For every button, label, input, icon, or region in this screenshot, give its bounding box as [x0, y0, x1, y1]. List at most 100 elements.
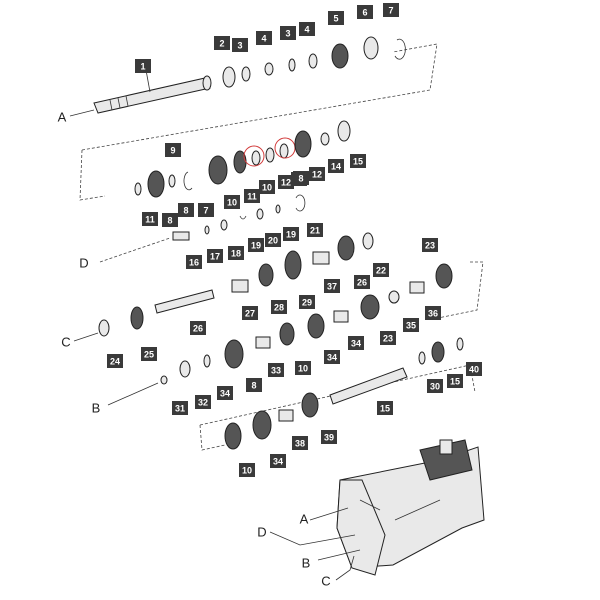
ring-4a — [264, 62, 274, 76]
callout-tag-box — [242, 306, 258, 320]
leader-B-top — [107, 382, 159, 406]
callout-tag: 29 — [299, 295, 315, 309]
callout-tag-box — [217, 386, 233, 400]
bushing-34d — [278, 409, 294, 422]
callout-tag: 27 — [242, 306, 258, 320]
callout-tag-box — [328, 159, 344, 173]
callout-tag-number: 22 — [376, 266, 386, 276]
callout-tag-number: 3 — [237, 41, 242, 51]
callout-tag-number: 34 — [351, 339, 361, 349]
callout-tag: 22 — [373, 263, 389, 277]
callout-tag: 12 — [309, 167, 325, 181]
callout-tag-number: 4 — [261, 34, 266, 44]
callout-tag-number: 20 — [268, 236, 278, 246]
snap-ring-7a — [394, 38, 406, 60]
callout-tag: 37 — [324, 279, 340, 293]
ring-36 — [388, 290, 400, 304]
callout-tag-box — [324, 350, 340, 364]
callout-tag-box — [447, 374, 463, 388]
callout-tag-box — [162, 213, 178, 227]
callout-tag: 8 — [162, 213, 178, 227]
callout-tag-number: 39 — [324, 433, 334, 443]
shaft-39 — [329, 367, 408, 405]
callout-tag-number: 31 — [175, 404, 185, 414]
callout-tag-box — [248, 238, 264, 252]
callout-tag-box — [293, 171, 309, 185]
callout-tag-number: 8 — [251, 381, 256, 391]
callout-tag: 40 — [466, 362, 482, 376]
callout-tag-box — [377, 401, 393, 415]
callout-tag-number: 26 — [193, 324, 203, 334]
ring-4b — [308, 53, 318, 69]
callout-tag-number: 26 — [357, 278, 367, 288]
callout-tag: 6 — [357, 5, 373, 19]
ring-23a — [362, 232, 374, 250]
callout-tag-box — [244, 189, 260, 203]
callout-tag: 3 — [280, 26, 296, 40]
gear-14 — [294, 130, 312, 158]
callout-tag-number: 12 — [281, 178, 291, 188]
callout-tag-box — [309, 167, 325, 181]
callout-tag: 23 — [422, 238, 438, 252]
ring-11a — [134, 182, 142, 196]
letter-label: C — [61, 335, 70, 350]
callout-tag-number: 27 — [245, 309, 255, 319]
snap-ring-7b — [183, 171, 193, 191]
callout-tag-number: 6 — [362, 8, 367, 18]
pin-19a — [220, 219, 228, 231]
callout-tag-number: 17 — [210, 252, 220, 262]
callout-tag: 33 — [268, 363, 284, 377]
gear-9 — [147, 170, 165, 198]
ring-15a — [320, 132, 330, 146]
callout-tag: 9 — [165, 143, 181, 157]
callout-tag-box — [307, 223, 323, 237]
callout-tag-box — [292, 436, 308, 450]
letter-label: A — [300, 512, 309, 527]
leader-A-housing — [309, 507, 349, 521]
callout-tag-number: 9 — [170, 146, 175, 156]
callout-tag-number: 11 — [247, 192, 257, 202]
callout-tag: 28 — [271, 300, 287, 314]
gear-27 — [258, 263, 274, 287]
gear-35 — [360, 294, 380, 320]
callout-tag: 17 — [207, 249, 223, 263]
callout-tag: 11 — [142, 212, 158, 226]
callout-tag-box — [466, 362, 482, 376]
callout-tag: 4 — [256, 31, 272, 45]
callout-tag-box — [135, 59, 151, 73]
callout-tag-box — [427, 379, 443, 393]
ring-13 — [265, 147, 275, 163]
callout-tag: 35 — [403, 318, 419, 332]
ring-16 — [337, 120, 351, 142]
callout-tag-number: 33 — [271, 366, 281, 376]
callout-tag-number: 19 — [251, 241, 261, 251]
callout-tag: 26 — [354, 275, 370, 289]
callout-tag: 14 — [328, 159, 344, 173]
pin-17 — [172, 231, 190, 241]
ring-15c — [456, 337, 464, 351]
gear-24 — [130, 306, 144, 330]
callout-tag: 10 — [295, 361, 311, 375]
callout-tag-box — [228, 246, 244, 260]
bushing-26a — [312, 251, 330, 265]
callout-tag-box — [373, 263, 389, 277]
callout-tag-box — [214, 36, 230, 50]
callout-tag: 26 — [190, 321, 206, 335]
letter-label: D — [79, 256, 88, 271]
callout-tag-box — [190, 321, 206, 335]
callout-tag: 15 — [377, 401, 393, 415]
callout-tag-number: 28 — [274, 303, 284, 313]
callout-tag-box — [328, 11, 344, 25]
callout-tag-number: 25 — [144, 350, 154, 360]
callout-tag-box — [142, 212, 158, 226]
callout-tag: 10 — [239, 463, 255, 477]
group-outline-1 — [81, 43, 438, 151]
gear-8c — [279, 322, 295, 346]
callout-tag-box — [195, 395, 211, 409]
callout-tag: 2 — [214, 36, 230, 50]
callout-tag-box — [422, 238, 438, 252]
bushing-34b — [333, 310, 349, 323]
callout-tag-number: 30 — [430, 382, 440, 392]
callout-tag-box — [141, 347, 157, 361]
